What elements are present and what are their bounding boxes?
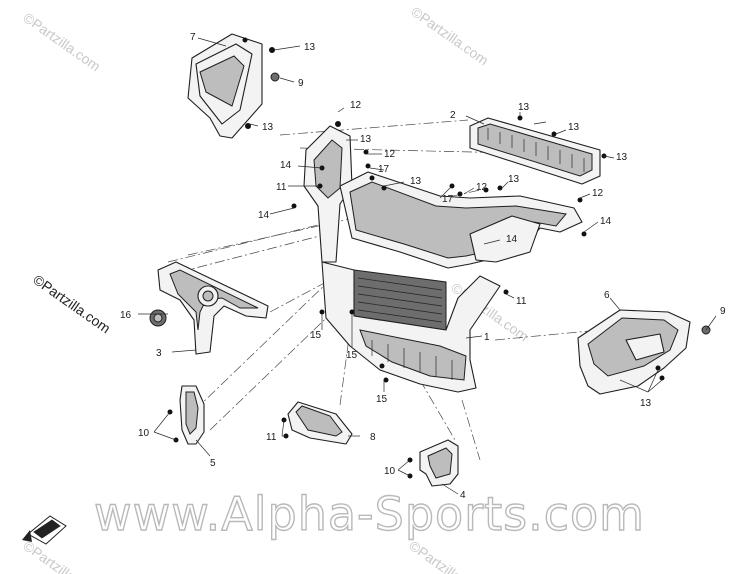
callout-2: 2: [450, 110, 456, 121]
front-direction-icon: [22, 515, 67, 545]
callout-11: 11: [276, 182, 287, 193]
callout-13: 13: [360, 134, 372, 145]
part-2-grille: [469, 117, 601, 185]
callout-3: 3: [156, 348, 162, 359]
watermark-text: ©Partzilla.com: [408, 3, 491, 68]
callout-15: 15: [376, 394, 388, 405]
fasteners: [167, 47, 711, 479]
part-4-bracket: [419, 439, 459, 487]
callout-labels: 7 13 9 13 12 13 12 17 13 2 13 13 13 14 1…: [120, 32, 726, 501]
callout-14: 14: [280, 160, 292, 171]
callout-13: 13: [508, 174, 520, 185]
callout-15: 15: [346, 350, 358, 361]
callout-13: 13: [262, 122, 274, 133]
callout-9: 9: [720, 306, 726, 317]
watermark-text: ©Partzilla.com: [20, 9, 103, 74]
callout-12: 12: [350, 100, 362, 111]
callout-17: 17: [442, 194, 454, 205]
callout-15: 15: [310, 330, 322, 341]
callout-17: 17: [378, 164, 390, 175]
callout-14: 14: [258, 210, 270, 221]
callout-12: 12: [592, 188, 604, 199]
callout-8: 8: [370, 432, 376, 443]
part-8-guard: [287, 401, 353, 445]
callout-11: 11: [266, 432, 277, 443]
watermark-text: ©Partzilla.com: [20, 537, 103, 574]
callout-11: 11: [516, 296, 527, 307]
part-6-duct: [577, 309, 691, 395]
callout-14: 14: [506, 234, 518, 245]
callout-13: 13: [568, 122, 580, 133]
watermark-text: ©Partzilla.com: [406, 537, 489, 574]
callout-13: 13: [410, 176, 422, 187]
callout-16: 16: [120, 310, 132, 321]
callout-5: 5: [210, 458, 216, 469]
callout-6: 6: [604, 290, 610, 301]
leader-lines: [138, 37, 717, 495]
callout-13: 13: [518, 102, 530, 113]
callout-14: 14: [600, 216, 612, 227]
callout-9: 9: [298, 78, 304, 89]
callout-7: 7: [190, 32, 196, 43]
callout-1: 1: [484, 332, 490, 343]
part-3-mount: [157, 261, 269, 355]
part-7-duct: [187, 33, 263, 139]
callout-10: 10: [138, 428, 150, 439]
callout-12: 12: [384, 149, 396, 160]
side-watermark-text: ©Partzilla.com: [30, 271, 113, 336]
callout-12: 12: [476, 182, 488, 193]
part-5-bracket: [179, 385, 205, 445]
callout-13: 13: [304, 42, 316, 53]
callout-10: 10: [384, 466, 396, 477]
large-watermark: www.Alpha-Sports.com: [94, 487, 645, 541]
callout-4: 4: [460, 490, 466, 501]
part-16-cap: [149, 309, 167, 327]
callout-13: 13: [640, 398, 652, 409]
part-1-front-frame: [303, 125, 583, 393]
callout-13: 13: [616, 152, 628, 163]
